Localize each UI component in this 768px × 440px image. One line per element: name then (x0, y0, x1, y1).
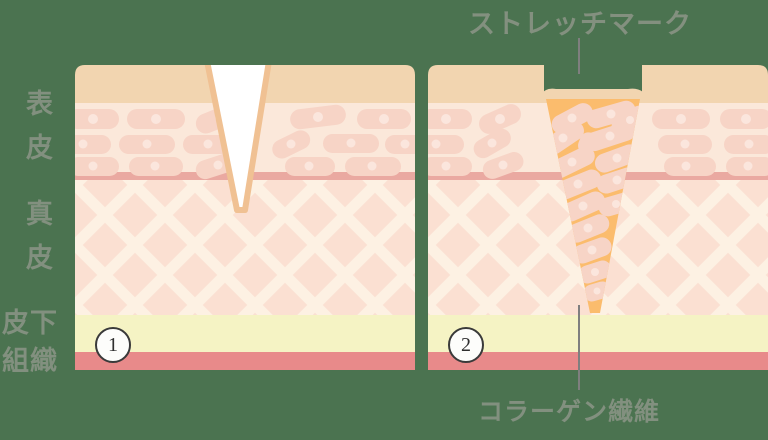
leader-line-top (578, 38, 580, 74)
panel-1 (75, 65, 415, 370)
panel-1-badge: 1 (95, 327, 131, 363)
leader-line-bottom (578, 305, 580, 390)
caption-collagen-fiber: コラーゲン繊維 (478, 398, 661, 426)
label-dermis: 真 皮 (26, 199, 54, 273)
fissure-wedge (204, 65, 272, 213)
panel-1-svg (75, 65, 415, 370)
panel-2-badge: 2 (448, 327, 484, 363)
label-subcutaneous-tissue: 皮下 組織 (2, 308, 58, 376)
panel-2-svg (428, 65, 768, 370)
label-epidermis: 表 皮 (26, 89, 54, 163)
title-stretch-mark: ストレッチマーク (468, 9, 692, 39)
panel-2 (428, 65, 768, 370)
